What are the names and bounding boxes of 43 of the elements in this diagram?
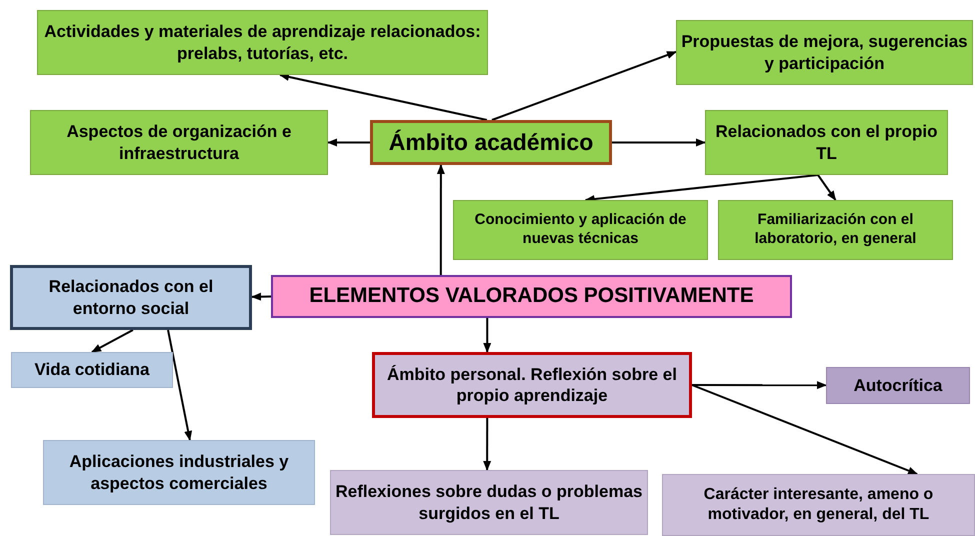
arrow [483, 318, 492, 353]
node-label: Vida cotidiana [34, 359, 150, 381]
node-label: Aplicaciones industriales y aspectos comerciales [68, 451, 290, 494]
arrow [692, 384, 918, 475]
node-label: Reflexiones sobre dudas o problemas surgidos en el TL [335, 481, 643, 524]
topic-box [705, 110, 948, 175]
topic-box [826, 367, 970, 404]
topic-box [30, 110, 328, 175]
node-label: Propuestas de mejora, sugerencias y participación [681, 31, 968, 74]
arrow [436, 164, 445, 275]
topic-box [43, 440, 315, 505]
arrow [612, 138, 706, 146]
topic-box [453, 200, 708, 260]
arrow [167, 330, 192, 441]
topic-box [676, 20, 973, 85]
arrow [91, 329, 134, 353]
topic-box [11, 352, 173, 388]
topic-box [662, 474, 975, 536]
arrow [692, 381, 827, 390]
central-box [271, 275, 792, 318]
arrow [279, 73, 488, 121]
node-label: Familiarización con el laboratorio, en general [754, 211, 918, 249]
node-label: Carácter interesante, ameno o motivador, en general, del TL [702, 485, 934, 525]
category-box [10, 265, 252, 330]
category-box [372, 352, 692, 418]
arrow [817, 174, 836, 201]
node-label: Ámbito académico [388, 128, 594, 157]
node-label: Relacionados con el propio TL [714, 121, 938, 164]
node-label: Autocrítica [854, 374, 942, 396]
node-label: Actividades y materiales de aprendizaje relacionados: prelabs, tutorías, etc. [43, 21, 482, 64]
topic-box [37, 10, 488, 75]
arrow [327, 138, 370, 146]
node-label: ELEMENTOS VALORADOS POSITIVAMENTE [309, 283, 754, 310]
node-label: Conocimiento y aplicación de nuevas técnicas [474, 211, 688, 249]
arrow [483, 418, 492, 471]
topic-box [330, 470, 648, 535]
category-box [370, 120, 612, 165]
arrow [251, 292, 272, 301]
node-label: Aspectos de organización e infraestructura [66, 121, 292, 164]
topic-box [718, 200, 953, 260]
arrow [492, 50, 677, 121]
node-label: Relacionados con el entorno social [48, 276, 214, 319]
node-label: Ámbito personal. Reflexión sobre el propio aprendizaje [386, 364, 678, 406]
